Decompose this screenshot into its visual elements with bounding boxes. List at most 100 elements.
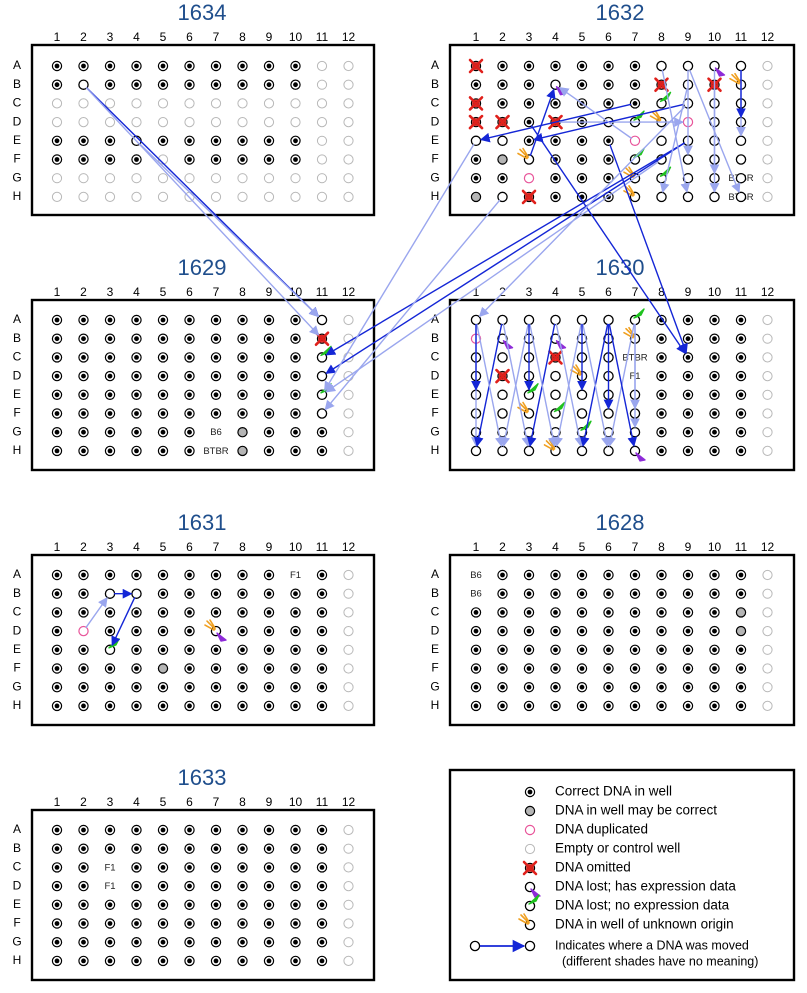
column-label: 10 [289, 285, 303, 299]
well-D10 [290, 880, 301, 892]
column-label: 5 [160, 30, 167, 44]
column-label: 2 [499, 540, 506, 554]
well-C12 [762, 98, 773, 109]
well-F12 [343, 408, 354, 419]
well-A8 [237, 824, 248, 836]
well-F7 [210, 663, 222, 674]
well-A12 [343, 60, 354, 72]
well-H1 [51, 191, 63, 202]
column-label: 6 [605, 30, 612, 44]
well-F3 [104, 154, 116, 165]
legend-label: DNA in well may be correct [555, 803, 717, 818]
column-label: 6 [186, 540, 193, 554]
well-D10 [290, 370, 301, 382]
row-label: G [430, 170, 439, 184]
well-C1 [51, 607, 63, 618]
well-H3 [523, 445, 535, 457]
column-label: 1 [54, 540, 61, 554]
well-E12 [762, 389, 773, 400]
well-B9 [263, 333, 275, 344]
well-F12 [762, 154, 773, 165]
well-G11 [316, 427, 328, 438]
well-F4 [550, 401, 566, 419]
well-B3 [104, 79, 116, 90]
well-A3 [104, 569, 116, 581]
well-B7 [210, 588, 222, 599]
legend-label: DNA in well of unknown origin [555, 917, 734, 932]
well-G3 [523, 682, 535, 693]
well-E8 [237, 389, 248, 400]
well-F4 [131, 154, 142, 165]
well-G9 [682, 427, 694, 438]
well-H5 [157, 955, 169, 967]
row-label: B [13, 841, 21, 855]
well-H2 [78, 955, 89, 967]
row-label: E [13, 642, 21, 656]
well-F3 [517, 147, 535, 165]
column-label: 12 [761, 540, 775, 554]
well-C12 [343, 862, 354, 873]
well-A9 [682, 314, 694, 326]
well-G12 [762, 173, 773, 184]
well-A3 [523, 569, 535, 581]
column-label: 8 [658, 540, 665, 554]
well-G11 [735, 172, 747, 184]
column-label: 3 [526, 540, 533, 554]
well-H6 [603, 445, 614, 457]
well-A6 [603, 314, 614, 326]
legend-label: DNA lost; has expression data [555, 879, 736, 894]
well-F3 [517, 401, 535, 419]
column-label: 10 [289, 540, 303, 554]
well-G8 [237, 173, 248, 184]
move-arrow [529, 88, 556, 156]
column-label: 3 [526, 285, 533, 299]
well-E11 [735, 135, 747, 147]
well-G6 [603, 172, 614, 184]
well-E5 [576, 389, 588, 401]
well-H9 [263, 445, 275, 457]
well-B5 [157, 588, 169, 599]
column-label: 3 [107, 285, 114, 299]
well-D2 [78, 117, 89, 128]
well-F8 [656, 663, 667, 674]
well-G9 [263, 427, 275, 438]
well-F5 [157, 918, 169, 929]
well-G12 [343, 682, 354, 693]
well-D7 [629, 110, 645, 128]
well-E4 [550, 644, 561, 656]
well-H5 [157, 445, 169, 457]
well-G4 [131, 682, 142, 693]
well-B2 [497, 79, 508, 90]
well-B8 [237, 333, 248, 344]
well-B2 [78, 79, 89, 90]
well-C6 [603, 98, 614, 109]
well-D11 [316, 117, 328, 128]
well-E6 [184, 135, 195, 146]
move-arrow [325, 161, 659, 393]
well-A2 [78, 569, 89, 581]
legend-symbol-unknown [518, 913, 536, 931]
well-D6 [184, 117, 195, 128]
well-C4 [548, 350, 563, 365]
well-A5 [576, 60, 588, 72]
well-B6 [184, 843, 195, 854]
well-E4 [131, 899, 142, 911]
well-H2 [497, 700, 508, 712]
row-label: C [431, 605, 440, 619]
well-D1 [468, 114, 484, 130]
row-label: H [431, 443, 440, 457]
well-H10 [290, 191, 301, 202]
well-H3 [104, 445, 116, 457]
well-A1 [51, 60, 63, 72]
column-label: 11 [735, 285, 748, 299]
well-E6 [184, 389, 195, 400]
well-B6 [603, 588, 614, 599]
well-F2 [497, 408, 508, 419]
column-label: 11 [316, 540, 329, 554]
well-B3 [104, 333, 116, 344]
well-E6 [184, 899, 195, 911]
well-F10 [290, 408, 301, 419]
well-F10 [709, 663, 720, 674]
